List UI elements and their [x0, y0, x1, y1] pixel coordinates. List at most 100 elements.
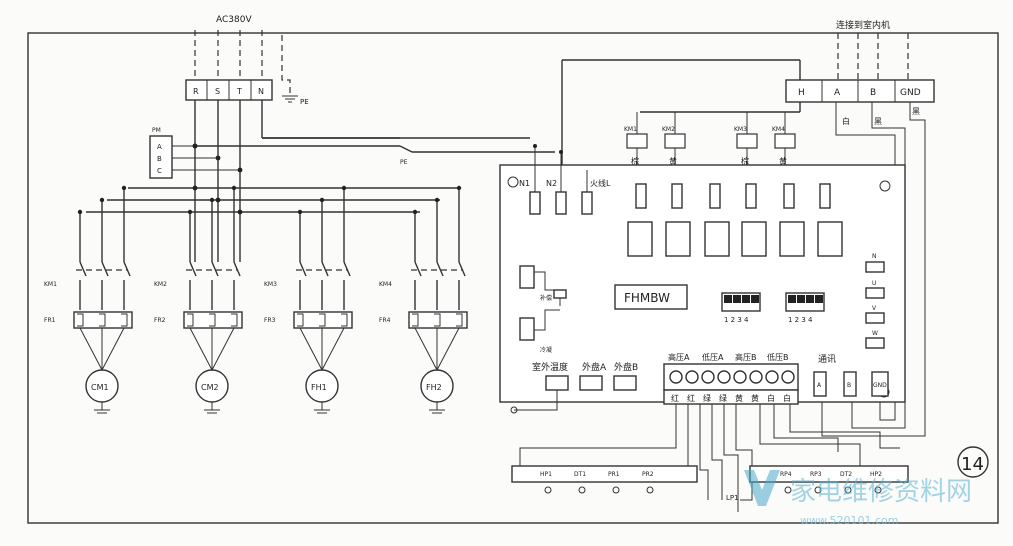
power-pin-n2: N2 — [546, 179, 557, 188]
phase-relay-pin-a: A — [157, 143, 162, 151]
comm-terminal-gnd: GND — [900, 88, 921, 98]
relay-output-terminal — [671, 183, 683, 209]
terminal-n: N — [258, 87, 264, 96]
sensor-label: HP1 — [540, 471, 552, 478]
supply-label: AC380V — [216, 15, 252, 25]
relay-block — [741, 221, 767, 257]
comm-terminal-block: H A B GND — [785, 79, 935, 103]
wire-color-label: 黄 — [735, 393, 743, 403]
board-model: FHMBW — [624, 291, 670, 305]
sensor-icon — [874, 486, 882, 494]
coil-wire-color: 黄 — [779, 156, 787, 166]
supply-dashed-lines — [194, 30, 291, 96]
dip-switch-2[interactable] — [785, 292, 825, 312]
comm-wire-black-1: 黑 — [874, 117, 882, 126]
comm-terminal-b: B — [870, 88, 876, 98]
terminal-screw-icon — [765, 370, 779, 384]
cond-label: 冷凝 — [540, 346, 552, 354]
sensor-label: DT1 — [574, 471, 586, 478]
sensor-icon — [612, 486, 620, 494]
terminal-screw-icon — [781, 370, 795, 384]
dip-switch-1[interactable] — [721, 292, 761, 312]
terminal-screw-icon — [685, 370, 699, 384]
comm-wire-black-2: 黑 — [912, 107, 920, 116]
coil-label: KM4 — [772, 126, 785, 133]
side-terminal-u: U — [872, 280, 876, 287]
motor-label: CM1 — [91, 383, 109, 392]
mount-hole-icon — [879, 180, 891, 192]
board-comm-a: A — [817, 382, 822, 389]
power-pin-n1: N1 — [519, 179, 530, 188]
wire-color-label: 绿 — [703, 394, 711, 403]
sensor-icon — [578, 486, 586, 494]
wire-color-label: 绿 — [719, 394, 727, 403]
comm-terminal-h: H — [798, 88, 805, 98]
board-comm-label: 通讯 — [818, 354, 836, 365]
board-comm-b: B — [847, 382, 851, 389]
sensor-label: RP4 — [780, 471, 792, 478]
relay-output-terminal — [709, 183, 721, 209]
breaker-label: PE — [400, 159, 408, 166]
dip-numbers-2: 1 2 3 4 — [788, 316, 813, 324]
wire-color-label: 黄 — [751, 393, 759, 403]
contactor-label: KM2 — [154, 281, 167, 288]
sensor-icon — [646, 486, 654, 494]
h-line — [561, 59, 801, 178]
pressure-wire-colors: 红红绿绿黄黄白白 — [663, 389, 799, 405]
control-feed-line: PE — [192, 143, 555, 166]
coil-wire-color: 棕 — [741, 156, 749, 166]
overload-label: FR3 — [264, 317, 276, 324]
page-number: 14 — [957, 446, 989, 478]
wire-color-label: 红 — [671, 393, 679, 403]
side-terminal-w: W — [872, 330, 878, 337]
main-terminal-block: R S T N — [185, 79, 273, 101]
sensor-label: DT2 — [840, 471, 852, 478]
terminal-screw-icon — [701, 370, 715, 384]
comp-label: 补偿 — [540, 294, 552, 302]
sensor-icon — [784, 486, 792, 494]
terminal-screw-icon — [749, 370, 763, 384]
comm-terminal-a: A — [834, 88, 841, 98]
terminal-screw-icon — [717, 370, 731, 384]
motor-label: FH2 — [426, 383, 442, 392]
indoor-dashed-lines — [837, 33, 909, 80]
overload-relay — [183, 311, 243, 329]
sensor-label-outdoor-temp: 室外温度 — [532, 361, 568, 373]
control-board: N1 N2 火线L FHMBW 1 2 3 4 — [499, 144, 906, 414]
sensor-label-coil-a: 外盘A — [582, 361, 607, 373]
relay-block — [665, 221, 691, 257]
sensor-icon — [814, 486, 822, 494]
relay-output-terminal — [783, 183, 795, 209]
terminal-t: T — [236, 87, 242, 96]
terminal-r: R — [193, 87, 199, 96]
relay-output-terminal — [635, 183, 647, 209]
terminal-s: S — [215, 87, 220, 96]
sensor-label-coil-b: 外盘B — [614, 361, 638, 373]
sensor-label: RP3 — [810, 471, 822, 478]
terminal-screw-icon — [733, 370, 747, 384]
comm-wire-white: 白 — [842, 116, 850, 126]
watermark-logo-icon — [744, 470, 780, 506]
wire-color-label: 红 — [687, 393, 695, 403]
pressure-label-low-a: 低压A — [702, 352, 724, 362]
motor-label: FH1 — [311, 383, 327, 392]
color-strip — [663, 389, 799, 405]
bottom-sensor-strip-left — [511, 465, 698, 483]
coil-wire-color: 黄 — [669, 156, 677, 166]
watermark-site: 家电维修资料网 — [790, 477, 972, 507]
relay-blocks — [627, 221, 843, 257]
compensation-component: 补偿 — [519, 265, 567, 306]
relay-output-terminal — [745, 183, 757, 209]
sensor-wires — [519, 404, 900, 512]
overload-relay — [73, 311, 133, 329]
contactor-label: KM3 — [264, 281, 277, 288]
overload-relay — [408, 311, 468, 329]
relay-outputs — [635, 183, 831, 209]
sensor-label: HP2 — [870, 471, 882, 478]
